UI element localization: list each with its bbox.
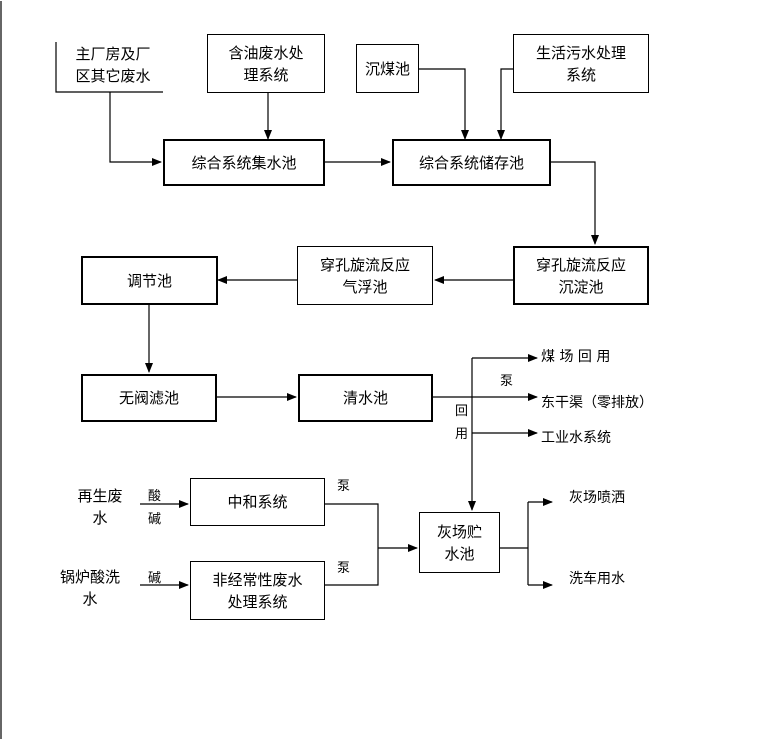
pump-label-2: 泵 [337,479,351,494]
pump-label-3: 泵 [337,561,351,576]
regulating-pool-box: 调节池 [81,256,218,305]
coal-yard-reuse-label: 煤 场 回 用 [541,349,611,365]
arrow-domestic-to-storage [497,68,513,140]
arrow-mainplant-to-collection [109,92,162,166]
reuse-label-2: 用 [455,427,469,442]
valveless-filter-box: 无阀滤池 [81,374,217,422]
clear-water-pool-box: 清水池 [298,374,433,422]
alkali-label-1: 碱 [148,512,162,527]
arrow-coal-to-storage [419,68,469,140]
neutralization-box: 中和系统 [190,478,325,526]
industrial-water-label: 工业水系统 [541,430,611,446]
collection-pool-box: 综合系统集水池 [163,139,325,186]
coal-settling-box: 沉煤池 [356,44,419,93]
dongganqu-label: 东干渠（零排放） [541,395,653,411]
flotation-box: 穿孔旋流反应 气浮池 [297,246,433,305]
ash-spray-label: 灰场喷洒 [569,490,625,506]
main-plant-bracket [55,42,163,93]
regen-wastewater-text: 再生废 水 [77,487,123,527]
main-plant-wastewater-text: 主厂房及厂 区其它废水 [75,45,151,85]
boiler-acid-wash-text: 锅炉酸洗 水 [59,568,120,608]
storage-pool-box: 综合系统储存池 [392,139,551,186]
arrow-storage-to-sedimentation [551,161,599,245]
merge-bracket [325,503,379,586]
sedimentation-box: 穿孔旋流反应 沉淀池 [513,246,649,305]
reuse-label-1: 回 [455,404,469,419]
irregular-wastewater-box: 非经常性废水 处理系统 [190,561,325,620]
domestic-sewage-box: 生活污水处理 系统 [513,34,649,93]
acid-label: 酸 [148,489,162,504]
car-wash-label: 洗车用水 [569,571,625,587]
alkali-label-2: 碱 [148,571,162,586]
ash-storage-pool-box: 灰场贮 水池 [419,512,500,573]
pump-label-1: 泵 [500,374,514,389]
oily-water-box: 含油废水处 理系统 [207,34,325,93]
